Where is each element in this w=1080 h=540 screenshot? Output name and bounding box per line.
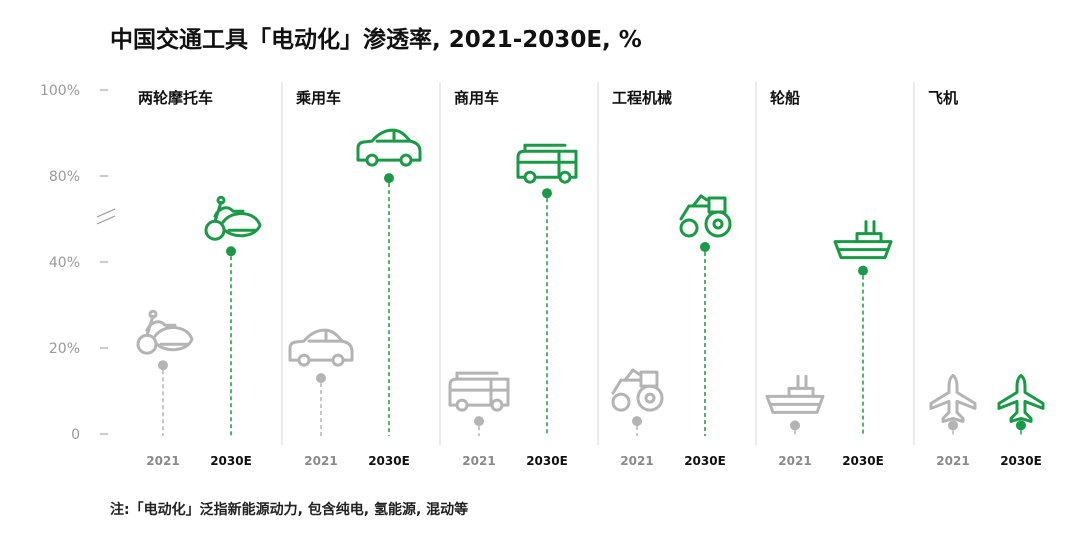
x-tick-label: 2021 [146,454,179,468]
footnote: 注:「电动化」泛指新能源动力, 包含纯电, 氢能源, 混动等 [110,502,469,518]
data-point [858,265,868,276]
y-tick-label-100: 100% [40,83,80,99]
x-tick-label: 2021 [462,454,495,468]
category-panel: 工程机械 2021 2030E [611,89,732,468]
category-label: 商用车 [454,89,499,107]
data-point [542,188,552,199]
y-axis: 0 20% 40% 80% 100% [40,83,116,443]
car-icon [288,328,354,367]
data-point [316,373,326,384]
tractor-icon [611,368,664,412]
data-point [948,420,958,431]
plane-icon [997,373,1045,423]
category-panel: 商用车 2021 2030E [448,89,578,468]
ship-icon [833,220,893,260]
motorbike-icon [136,309,194,355]
category-panel: 飞机 2021 2030E [928,89,1045,468]
data-point [158,360,168,371]
y-tick-label-40: 40% [49,255,80,271]
category-label: 飞机 [928,89,958,107]
y-tick-label-0: 0 [71,427,80,443]
ship-icon [765,374,825,414]
axis-break-mark [96,208,116,218]
plane-icon [929,373,977,423]
x-tick-label: 2030E [684,454,726,468]
x-tick-label: 2030E [210,454,252,468]
x-tick-label: 2021 [936,454,969,468]
x-tick-label: 2030E [842,454,884,468]
y-tick-label-80: 80% [49,169,80,185]
x-tick-label: 2030E [526,454,568,468]
x-tick-label: 2021 [778,454,811,468]
chart-title: 中国交通工具「电动化」渗透率, 2021-2030E, % [110,27,642,53]
bus-icon [516,143,578,184]
axis-break-mark [96,215,116,225]
data-point [700,241,710,252]
x-tick-label: 2030E [368,454,410,468]
data-point [384,173,394,184]
category-label: 乘用车 [295,89,341,107]
tractor-icon [679,194,732,238]
category-panel: 两轮摩托车 2021 2030E [136,89,262,468]
bus-icon [448,371,510,412]
data-point [1016,420,1026,431]
data-point [474,416,484,427]
x-tick-label: 2030E [1000,454,1042,468]
panel-dividers [281,82,915,445]
car-icon [356,128,422,167]
data-point [632,416,642,427]
category-panel: 轮船 2021 2030E [765,89,893,468]
motorbike-icon [204,195,262,241]
category-label: 工程机械 [612,89,672,107]
data-point [790,420,800,431]
category-label: 轮船 [770,89,800,107]
x-tick-label: 2021 [620,454,653,468]
category-panel: 乘用车 2021 2030E [288,89,422,468]
data-point [226,246,236,257]
x-tick-label: 2021 [304,454,337,468]
y-tick-label-20: 20% [49,341,80,357]
category-label: 两轮摩托车 [138,89,213,107]
